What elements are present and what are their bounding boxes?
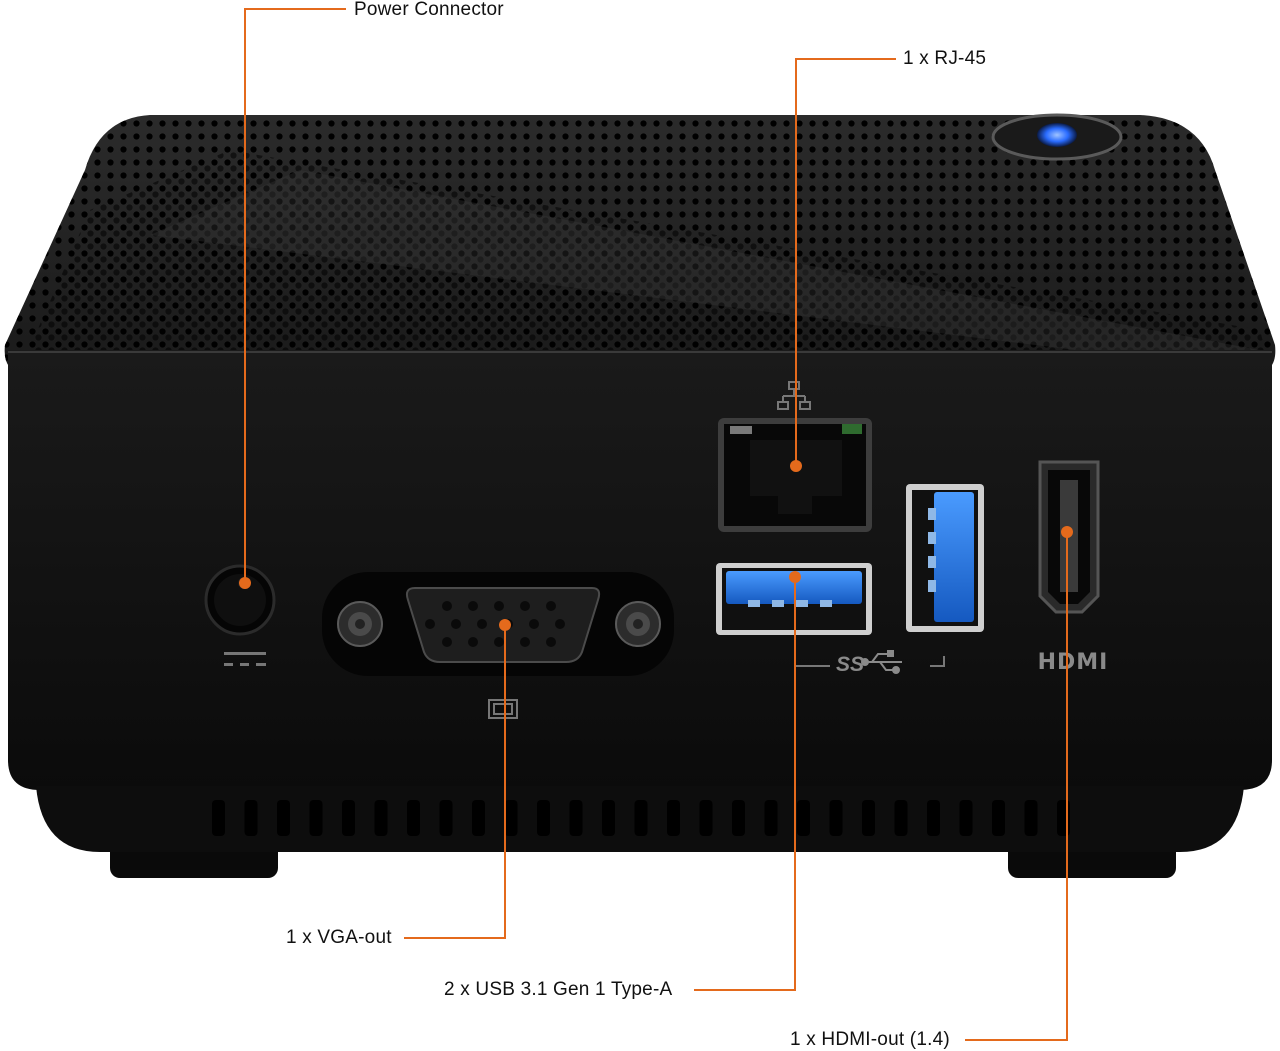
callout-dot-hdmi: [1061, 526, 1073, 538]
rj45-port: [718, 418, 872, 532]
vga-pin: [442, 601, 452, 611]
vent-slot: [602, 800, 615, 836]
vent-slot: [537, 800, 550, 836]
vga-screw-right: [615, 601, 661, 647]
vent-slot: [374, 800, 388, 836]
vga-pin: [546, 637, 556, 647]
callout-markers: [239, 460, 1073, 631]
vent-slot: [992, 800, 1005, 836]
vent-slot: [699, 800, 713, 836]
callout-line-usb: [694, 577, 796, 991]
vent-slot: [667, 800, 680, 836]
vent-slot: [862, 800, 875, 836]
callout-line-hdmi: [965, 532, 1068, 1041]
vent-slot: [732, 800, 745, 836]
bottom-vents: [212, 800, 1070, 836]
vent-slot: [829, 800, 843, 836]
callout-dot-power: [239, 577, 251, 589]
dc-power-jack: [204, 564, 276, 636]
callout-dot-rj45: [790, 460, 802, 472]
vent-slot: [797, 800, 810, 836]
callout-line-vga: [404, 625, 506, 939]
callout-label-usb: 2 x USB 3.1 Gen 1 Type-A: [444, 979, 673, 1000]
usb-superspeed-logo: SS: [794, 650, 945, 676]
vent-slot: [277, 800, 290, 836]
vent-slot: [894, 800, 908, 836]
vga-pin: [546, 601, 556, 611]
vent-slot: [764, 800, 778, 836]
vent-slot: [244, 800, 258, 836]
front-panel: [8, 350, 1272, 790]
usb-ss-text: SS: [836, 653, 864, 676]
vga-pin: [425, 619, 435, 629]
callout-line-rj45: [795, 58, 896, 466]
vent-slot: [927, 800, 940, 836]
hdmi-logo: HDMI: [1038, 650, 1109, 675]
vga-pin: [494, 601, 504, 611]
vga-port: [322, 572, 674, 676]
vent-slot: [504, 800, 518, 836]
vga-pin: [468, 601, 478, 611]
vent-slot: [959, 800, 973, 836]
vent-slot: [1024, 800, 1038, 836]
usb-icon: [861, 650, 902, 674]
vent-slot: [472, 800, 485, 836]
callout-label-hdmi-out: 1 x HDMI-out (1.4): [790, 1029, 950, 1050]
callout-label-rj45: 1 x RJ-45: [903, 48, 987, 69]
vga-pin: [555, 619, 565, 629]
callout-dot-vga: [499, 619, 511, 631]
vga-pin: [477, 619, 487, 629]
vent-slot: [569, 800, 583, 836]
vga-pin: [442, 637, 452, 647]
callout-line-power: [244, 8, 346, 583]
callout-dot-usb: [789, 571, 801, 583]
vga-pin: [520, 601, 530, 611]
monitor-icon: [488, 699, 518, 719]
callout-label-vga-out: 1 x VGA-out: [286, 927, 392, 948]
top-lid-diagonal-sheen: [150, 170, 1270, 374]
vga-screw-left: [337, 601, 383, 647]
vent-slot: [1057, 800, 1070, 836]
vga-pin: [494, 637, 504, 647]
vent-slot: [342, 800, 355, 836]
vga-pin: [529, 619, 539, 629]
dc-power-icon: [224, 652, 266, 666]
top-lid-perforation-shade: [20, 150, 1270, 370]
vga-pin: [520, 637, 530, 647]
usb-port-vertical: [906, 484, 984, 632]
vent-slot: [309, 800, 323, 836]
vent-slot: [439, 800, 453, 836]
vga-pin: [451, 619, 461, 629]
callout-lines: [244, 8, 1068, 1041]
vent-slot: [407, 800, 420, 836]
vent-slot: [212, 800, 225, 836]
vga-pin: [468, 637, 478, 647]
power-led-icon: [1037, 123, 1077, 147]
callout-label-power-connector: Power Connector: [354, 0, 504, 20]
network-icon: [777, 381, 811, 410]
vent-slot: [634, 800, 648, 836]
